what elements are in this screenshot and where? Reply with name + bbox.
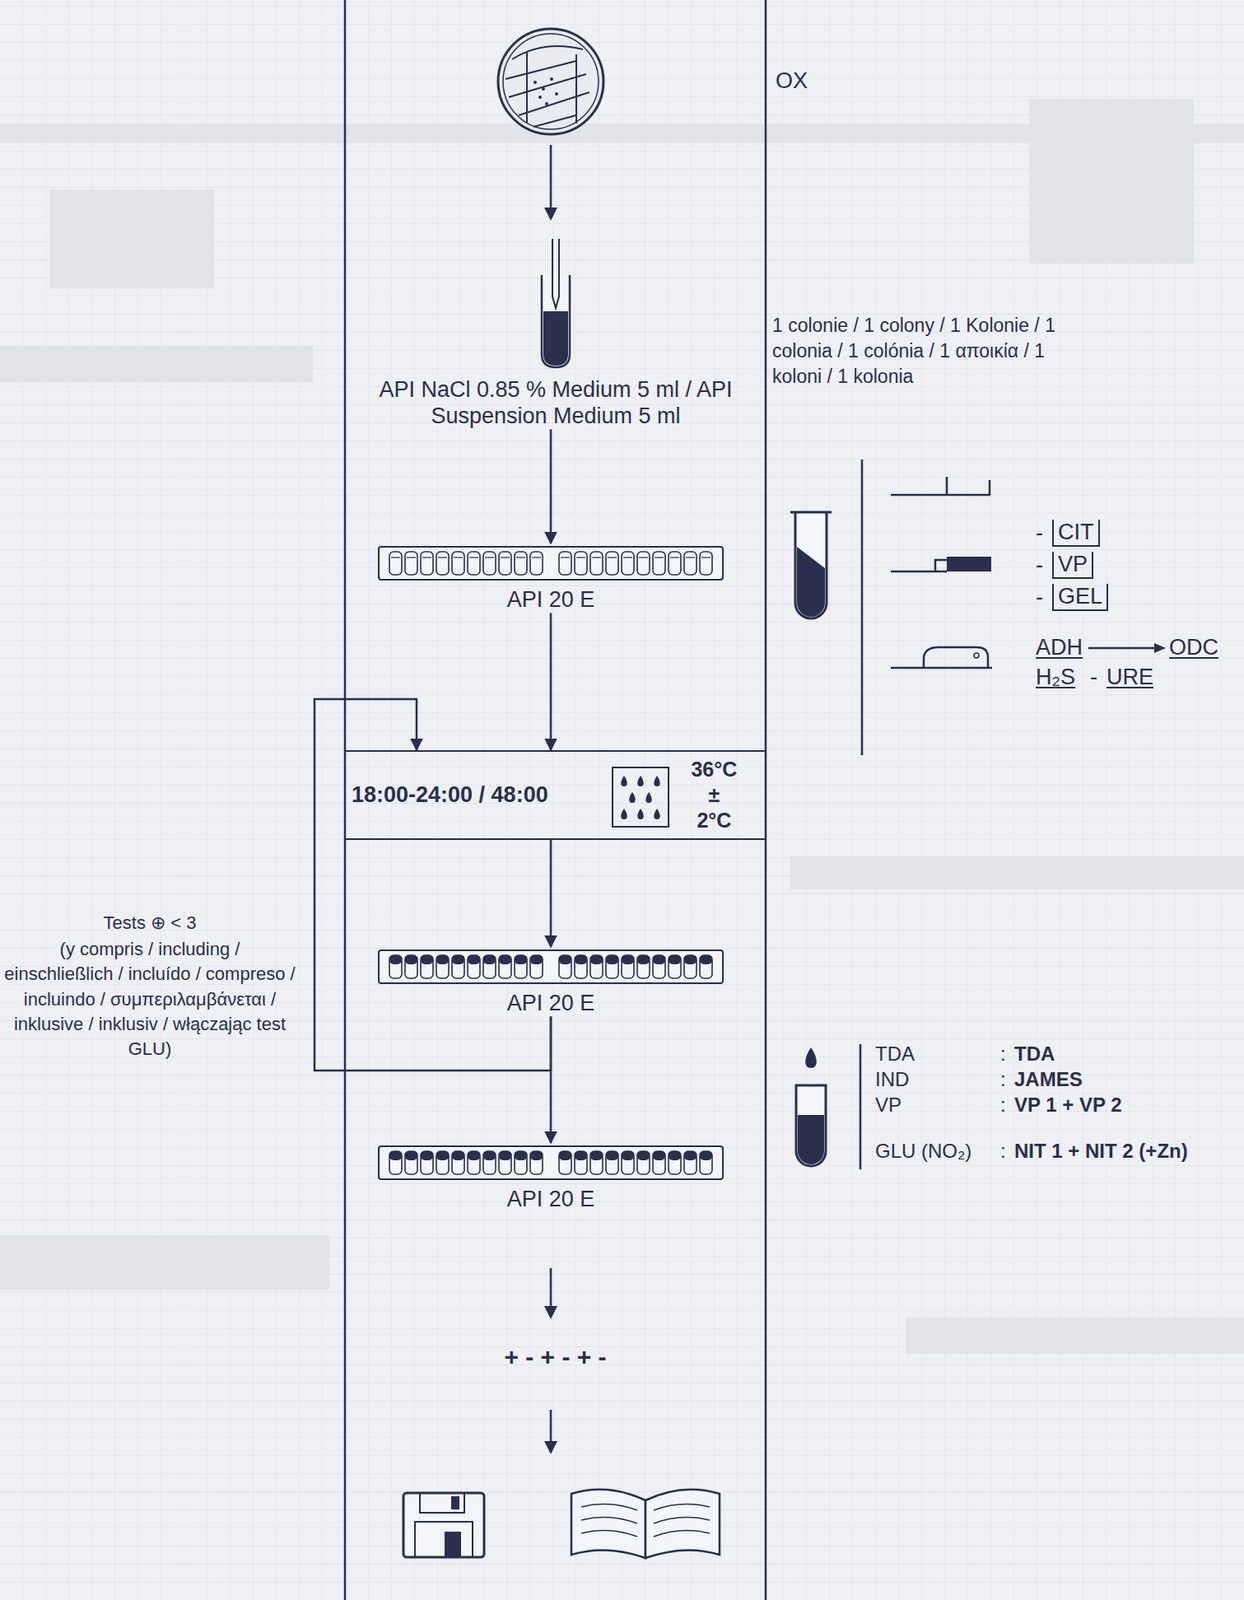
cupule-icon: [890, 476, 993, 668]
label-holder: TDA: [1014, 1042, 1055, 1067]
flow-connector: [549, 612, 553, 751]
band-node: 18:00-24:00 / 48:00 36°C ± 2°C: [344, 750, 766, 840]
label-holder: VP: [1052, 551, 1094, 579]
separator: :: [1000, 1093, 1007, 1118]
suspension-tube: [526, 238, 585, 371]
separator: :: [1000, 1139, 1007, 1164]
anaerobic-test: ODC: [1169, 633, 1219, 661]
label-holder: TDA: [875, 1042, 915, 1067]
incubation-temperature: 36°C ± 2°C: [689, 756, 740, 834]
reaction-arrow: [1088, 642, 1166, 653]
oxidase-label: OX: [775, 67, 808, 94]
medium-name: API NaCl 0.85 % Medium 5 ml / API Suspen…: [354, 377, 758, 429]
label-holder: ADH: [1035, 633, 1083, 661]
reagent-name: NIT 1 + NIT 2 (+Zn): [1014, 1139, 1189, 1164]
label-holder: H₂S: [1035, 663, 1076, 690]
test-name: IND: [875, 1067, 909, 1092]
incubation-time: 18:00-24:00 / 48:00: [351, 782, 549, 808]
floppy-disk-icon: [403, 1492, 485, 1557]
label-holder: :: [1000, 1067, 1007, 1092]
test-name: TDA: [875, 1042, 915, 1067]
separator: :: [1000, 1042, 1007, 1067]
column-line: [764, 0, 768, 1600]
label-holder: JAMES: [1014, 1067, 1083, 1092]
petri-dish: [498, 28, 604, 135]
label-holder: OX: [775, 67, 808, 94]
reincubation-note: Tests ⊕ < 3: [3, 912, 297, 934]
label-holder: -: [1035, 551, 1044, 578]
strip-node: API 20 E: [377, 543, 724, 613]
label-holder: CIT: [1052, 519, 1100, 547]
flow-connector: [549, 428, 553, 544]
dash: -: [1035, 583, 1044, 611]
dash: -: [1035, 551, 1044, 578]
anaerobic-test: URE: [1106, 663, 1154, 690]
label-holder: VP 1 + VP 2: [1014, 1093, 1123, 1118]
api-strip: [377, 946, 724, 987]
label-holder: :: [1000, 1093, 1007, 1118]
separator: :: [1000, 1067, 1007, 1092]
label-holder: GLU (NO₂): [875, 1139, 972, 1164]
bracket-line: [861, 459, 864, 755]
bracket-line: [859, 1043, 862, 1170]
dash: -: [1090, 663, 1098, 690]
label-holder: :: [1000, 1042, 1007, 1067]
strip-node: API 20 E: [377, 946, 724, 1016]
label-holder: VP: [875, 1093, 902, 1118]
label-holder: GEL: [1052, 583, 1109, 611]
tube-node: API NaCl 0.85 % Medium 5 ml / API Suspen…: [354, 238, 758, 429]
label-holder: URE: [1106, 663, 1154, 690]
oil-overlay-test: GEL: [1052, 583, 1109, 611]
label-holder: Tests ⊕ < 3: [3, 912, 297, 934]
incubator-icon: [612, 767, 669, 827]
api-strip: [377, 543, 724, 583]
oil-overlay-test: VP: [1052, 551, 1094, 579]
flow-connector: [549, 839, 553, 947]
reagent-icon: [796, 1047, 826, 1166]
strip-name: API 20 E: [377, 989, 724, 1016]
label-holder: + - + - + -: [344, 1341, 766, 1372]
api-strip: [377, 1142, 724, 1183]
label-holder: (y compris / including / einschließlich …: [3, 936, 297, 1063]
strip-node: API 20 E: [377, 1142, 724, 1212]
result-pattern: + - + - + -: [344, 1341, 766, 1372]
colony-note: 1 colonie / 1 colony / 1 Kolonie / 1 col…: [772, 312, 1057, 390]
label-holder: -: [1035, 583, 1044, 611]
test-name: VP: [875, 1093, 902, 1118]
book-icon: [571, 1489, 720, 1558]
label-holder: -: [1090, 663, 1098, 690]
dash: -: [1035, 519, 1044, 546]
anaerobic-test: H₂S: [1035, 663, 1076, 690]
label-holder: 1 colonie / 1 colony / 1 Kolonie / 1 col…: [772, 312, 1057, 390]
strip-name: API 20 E: [377, 586, 724, 613]
label-holder: :: [1000, 1139, 1007, 1164]
reagent-name: TDA: [1014, 1042, 1055, 1067]
test-name: GLU (NO₂): [875, 1139, 972, 1164]
label-holder: NIT 1 + NIT 2 (+Zn): [1014, 1139, 1189, 1164]
strip-name: API 20 E: [377, 1185, 724, 1212]
flow-arrow: [544, 144, 558, 221]
label-holder: ODC: [1169, 633, 1219, 661]
test-tube-icon: [790, 512, 832, 619]
label-holder: -: [1035, 519, 1044, 546]
reagent-name: JAMES: [1014, 1067, 1083, 1092]
label-holder: IND: [875, 1067, 909, 1092]
reagent-name: VP 1 + VP 2: [1014, 1093, 1123, 1118]
watermark-table: [0, 98, 1244, 1354]
anaerobic-test: ADH: [1035, 633, 1083, 661]
reincubation-note: (y compris / including / einschließlich …: [3, 936, 297, 1063]
oil-overlay-test: CIT: [1052, 519, 1100, 547]
